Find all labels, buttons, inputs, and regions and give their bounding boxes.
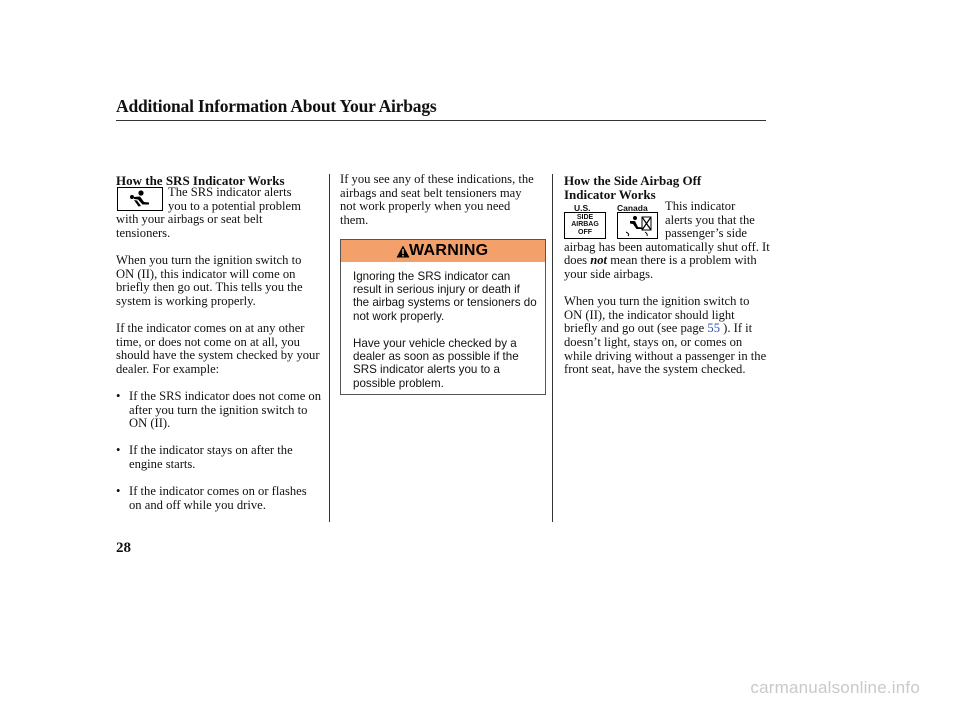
list-item: • If the indicator comes on or flashes on…	[116, 484, 322, 512]
srs-intro-line-3: with your airbags or seat belt	[116, 212, 263, 227]
side-intro-line-2: alerts you that the	[665, 212, 755, 227]
emphasis-not: not	[590, 253, 608, 268]
warning-triangle-icon	[396, 245, 410, 258]
side-airbag-heading: How the Side Airbag Off Indicator Works	[564, 174, 701, 202]
warning-paragraph-1: Ignoring the SRS indicator can result in…	[353, 270, 537, 323]
warning-header: WARNING	[341, 240, 545, 262]
side-intro-text-b: mean there is a problem with your side a…	[564, 253, 757, 281]
us-icon-label: SIDE AIRBAG OFF	[565, 213, 605, 236]
srs-indicator-icon-box	[117, 187, 163, 211]
srs-intro: The SRS indicator alerts you to a potent…	[116, 185, 328, 526]
side-intro-rest: airbag has been automatically shut off. …	[564, 239, 770, 282]
page-number: 28	[116, 540, 131, 556]
warning-paragraph-2: Have your vehicle checked by a dealer as…	[353, 337, 519, 390]
side-para-ignition: When you turn the ignition switch to ON …	[564, 294, 770, 377]
label-canada: Canada	[617, 203, 648, 213]
side-airbag-off-symbol-icon	[625, 216, 652, 237]
watermark: carmanualsonline.info	[750, 678, 920, 697]
page-title: Additional Information About Your Airbag…	[116, 96, 437, 116]
column-divider-1	[329, 174, 330, 522]
bullet-dot: •	[116, 388, 121, 403]
page-55-link[interactable]: 55	[707, 321, 720, 336]
bullet-dot: •	[116, 443, 121, 458]
bullet-text: If the SRS indicator does not come on af…	[129, 388, 322, 431]
srs-intro-line-4: tensioners.	[116, 225, 171, 240]
list-item: • If the indicator stays on after the eng…	[116, 444, 322, 471]
title-rule	[116, 120, 766, 121]
bullet-dot: •	[116, 484, 121, 499]
side-airbag-intro: This indicator alerts you that the passe…	[564, 199, 770, 390]
bullet-text: If the indicator comes on or flashes on …	[129, 484, 307, 512]
label-us: U.S.	[574, 203, 591, 213]
list-item: • If the SRS indicator does not come on a…	[116, 388, 322, 431]
side-intro-text-a: airbag has been automatically shut off. …	[564, 239, 770, 268]
bullet-text: If the indicator stays on after the engi…	[129, 443, 293, 471]
srs-para-ignition: When you turn the ignition switch to ON …	[116, 252, 303, 308]
us-icon-text-2: AIRBAG	[571, 221, 599, 229]
srs-bullet-list: • If the SRS indicator does not come on a…	[116, 388, 322, 512]
us-side-airbag-off-icon: SIDE AIRBAG OFF	[564, 212, 606, 239]
srs-para-checked: If the indicator comes on at any other t…	[116, 320, 320, 376]
side-intro-line-1: This indicator	[665, 199, 736, 213]
indications-intro: If you see any of these indications, the…	[340, 172, 534, 227]
canada-side-airbag-off-icon-box	[617, 212, 658, 239]
us-icon-text-3: OFF	[578, 228, 592, 236]
srs-intro-line-1: The SRS indicator alerts	[168, 185, 292, 199]
side-airbag-heading-line-1: How the Side Airbag Off	[564, 173, 702, 188]
column-divider-2	[552, 174, 553, 522]
warning-box: WARNING Ignoring the SRS indicator can r…	[340, 239, 546, 395]
side-para-text-a: When you turn the ignition switch to ON …	[564, 294, 750, 336]
seated-person-icon	[130, 190, 149, 207]
side-airbag-heading-line-2: Indicator Works	[564, 187, 656, 202]
side-intro-line-3: passenger’s side	[665, 226, 747, 241]
srs-intro-line-2: you to a potential problem	[168, 198, 301, 213]
srs-indicator-heading: How the SRS Indicator Works	[116, 173, 285, 188]
us-icon-text-1: SIDE	[576, 214, 594, 221]
warning-title: WARNING	[409, 242, 489, 259]
side-para-text-b: ). If it doesn’t light, stays on, or com…	[564, 321, 767, 377]
